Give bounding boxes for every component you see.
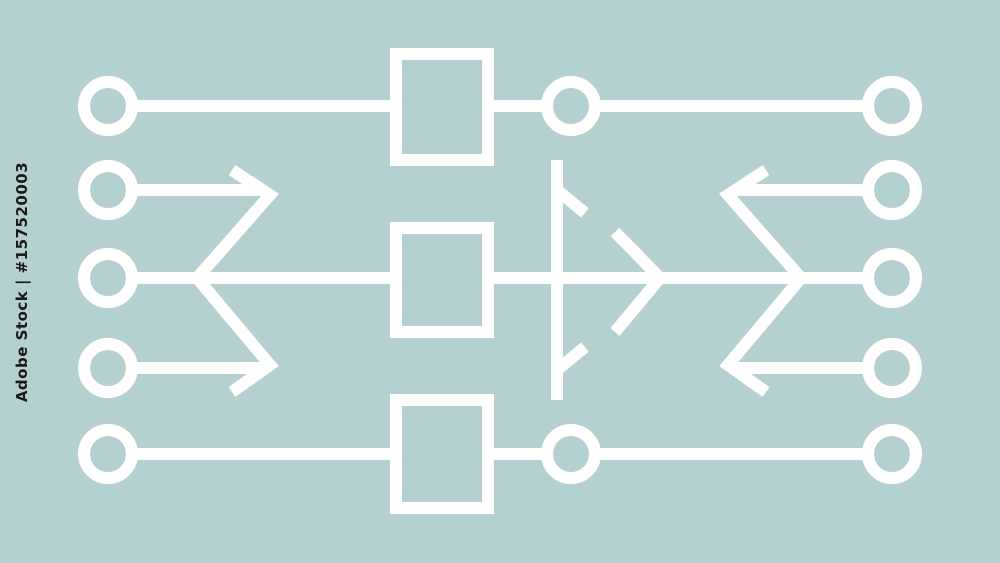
left-node-3-icon: [78, 248, 138, 308]
mid-node-bottom-icon: [541, 424, 601, 484]
left-lower-arrow-icon: [192, 274, 279, 397]
left-upper-arrow-icon: [192, 164, 280, 282]
right-lower-arrow-icon: [719, 274, 806, 397]
bracket-top-tick: [553, 185, 589, 218]
left-node-4-icon: [78, 338, 138, 398]
middle-block: [390, 222, 494, 338]
bracket-bottom-tick: [553, 342, 589, 375]
left-node-2-icon: [78, 160, 138, 220]
right-upper-arrow-icon: [718, 164, 806, 282]
mid-node-top-icon: [541, 76, 601, 136]
right-node-1-icon: [862, 76, 922, 136]
right-node-2-icon: [862, 160, 922, 220]
right-node-4-icon: [862, 338, 922, 398]
right-node-5-icon: [862, 424, 922, 484]
top-block: [390, 48, 494, 166]
left-node-1-icon: [78, 76, 138, 136]
middle-arrow-icon: [610, 227, 669, 336]
left-node-5-icon: [78, 424, 138, 484]
right-node-3-icon: [862, 248, 922, 308]
bottom-block: [390, 394, 494, 514]
